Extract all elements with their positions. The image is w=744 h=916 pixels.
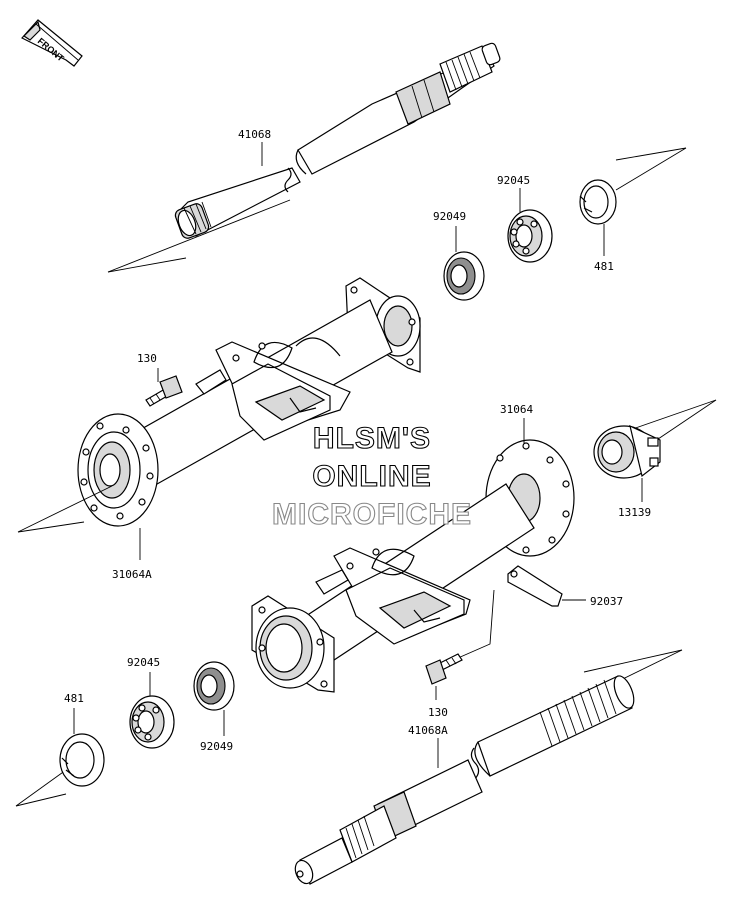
part-label-481-top: 481: [594, 260, 614, 273]
part-label-130-bottom: 130: [428, 706, 448, 719]
axle-housing-31064A: [77, 277, 421, 527]
part-label-31064A: 31064A: [112, 568, 152, 581]
circlip-481-top: [579, 179, 617, 225]
shaft-41068A: [294, 649, 683, 885]
part-label-92049-top: 92049: [433, 210, 466, 223]
hub-13139: [593, 424, 661, 479]
part-label-130-top: 130: [137, 352, 157, 365]
seal-92049-top: [443, 251, 485, 301]
part-label-41068A: 41068A: [408, 724, 448, 737]
part-label-92045-bottom: 92045: [127, 656, 160, 669]
part-label-92049-bottom: 92049: [200, 740, 233, 753]
part-label-92037: 92037: [590, 595, 623, 608]
shaft-41068: [107, 42, 501, 273]
part-label-41068: 41068: [238, 128, 271, 141]
bearing-92045-top: [507, 209, 553, 263]
part-label-481-bottom: 481: [64, 692, 84, 705]
axle-housing-31064: [251, 439, 575, 693]
part-label-31064: 31064: [500, 403, 533, 416]
bolt-130-bottom: [425, 653, 463, 685]
part-label-13139: 13139: [618, 506, 651, 519]
watermark-line1: HLSM'S: [313, 422, 431, 455]
seal-92049-bottom: [193, 661, 235, 711]
bearing-92045-bottom: [129, 695, 175, 749]
circlip-481-bottom: [59, 733, 105, 787]
front-arrow-icon: FRONT: [21, 19, 83, 67]
watermark-line3: MICROFICHE: [272, 498, 472, 531]
part-label-92045-top: 92045: [497, 174, 530, 187]
bolt-130-top: [145, 375, 183, 407]
plate-92037: [507, 565, 563, 607]
watermark: HLSM'S ONLINE MICROFICHE: [271, 421, 472, 531]
watermark-line2: ONLINE: [312, 460, 431, 493]
